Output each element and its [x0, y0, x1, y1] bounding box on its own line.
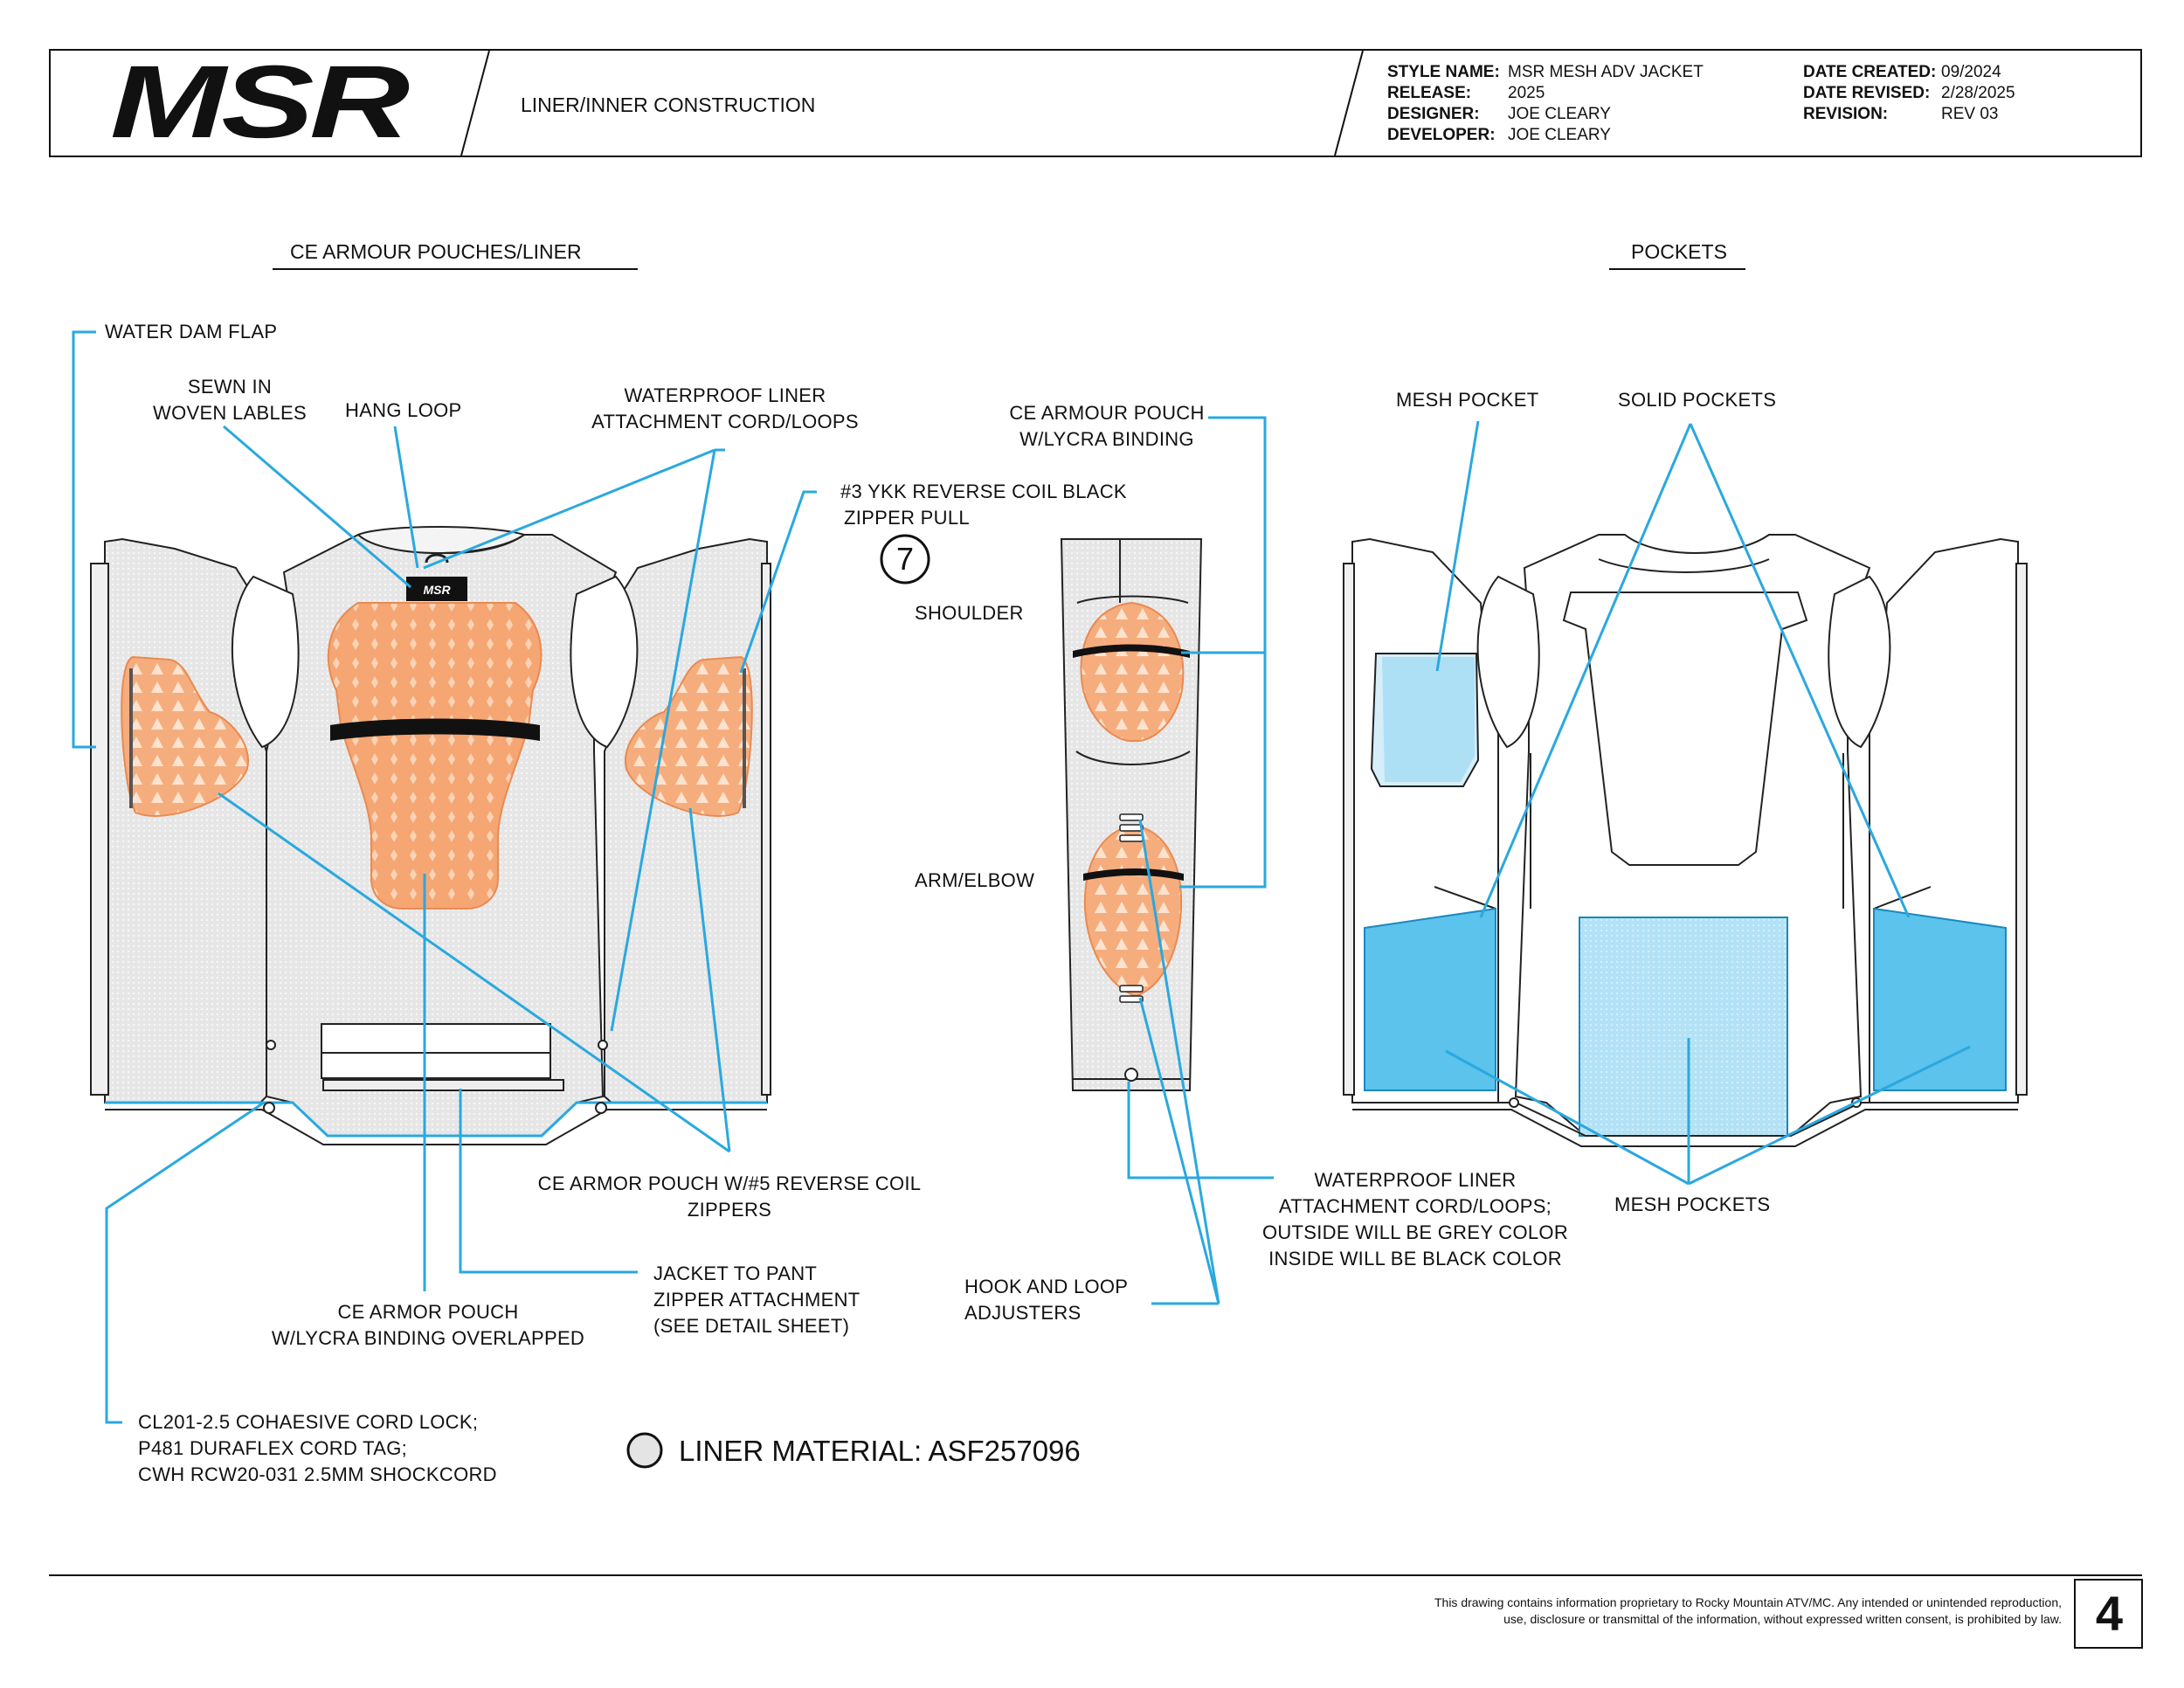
left-solid-pocket: [1364, 907, 1496, 1091]
designer-value: JOE CLEARY: [1508, 105, 1611, 123]
mesh-pocket-label: MESH POCKET: [1396, 389, 1539, 411]
arm-elbow-label: ARM/ELBOW: [915, 869, 1035, 891]
style-name-value: MSR MESH ADV JACKET: [1508, 63, 1704, 81]
cord-lock-label: CL201-2.5 COHAESIVE CORD LOCK;P481 DURAF…: [138, 1411, 497, 1485]
back-armour: [327, 602, 543, 910]
sleeve-shoulder-armour: [1080, 601, 1185, 743]
designer-key: DESIGNER:: [1387, 105, 1480, 123]
developer-key: DEVELOPER:: [1387, 126, 1496, 144]
pockets-jacket-drawing: [1343, 534, 2028, 1147]
pant-zipper-attachment: [321, 1023, 551, 1079]
water-dam-flap-strip: [90, 563, 109, 1096]
liner-jacket-drawing: MSR: [90, 526, 771, 1145]
date-created-key: DATE CREATED:: [1803, 63, 1937, 81]
right-section-title: POCKETS: [1631, 240, 1727, 263]
zipper-pull-number: 7: [895, 541, 915, 577]
release-value: 2025: [1508, 84, 1545, 102]
date-revised-key: DATE REVISED:: [1803, 84, 1931, 102]
woven-label: [406, 577, 467, 601]
date-created-value: 09/2024: [1941, 63, 2001, 81]
svg-text:MSR: MSR: [423, 583, 451, 597]
date-revised-value: 2/28/2025: [1941, 84, 2015, 102]
msr-logo: MSR: [110, 45, 410, 160]
water-dam-flap-label: WATER DAM FLAP: [105, 321, 278, 342]
left-section-title: CE ARMOUR POUCHES/LINER: [290, 240, 582, 263]
revision-value: REV 03: [1941, 105, 1999, 123]
ykk-zipper-label: #3 YKK REVERSE COIL BLACK ZIPPER PULL: [840, 481, 1127, 529]
hang-loop-label: HANG LOOP: [345, 399, 462, 421]
page-title: LINER/INNER CONSTRUCTION: [521, 93, 816, 116]
zipper-pull-number-circle: [880, 534, 930, 585]
hang-loop: [425, 553, 449, 564]
liner-material-label: LINER MATERIAL: ASF257096: [679, 1435, 1081, 1467]
back-armour-binding: [330, 718, 540, 741]
page-number: 4: [2095, 1586, 2124, 1641]
right-solid-pocket: [1873, 907, 2007, 1091]
title-block: [49, 49, 2142, 157]
disclaimer: This drawing contains information propri…: [1434, 1595, 2062, 1626]
back-mesh-pocket: [1579, 917, 1788, 1137]
left-shoulder-armour: [121, 655, 250, 817]
page-number-box: [2074, 1579, 2143, 1649]
developer-value: JOE CLEARY: [1508, 126, 1611, 144]
shoulder-label: SHOULDER: [915, 602, 1024, 624]
sleeve-drawing: [1060, 538, 1203, 1091]
liner-material-swatch: [626, 1432, 663, 1469]
solid-pockets-label: SOLID POCKETS: [1618, 389, 1777, 411]
revision-key: REVISION:: [1803, 105, 1889, 123]
release-key: RELEASE:: [1387, 84, 1472, 102]
mesh-pockets-label: MESH POCKETS: [1614, 1193, 1771, 1215]
style-name-key: STYLE NAME:: [1387, 63, 1500, 81]
header-dividers: [460, 50, 1364, 156]
callout-lines: [72, 330, 1971, 1424]
